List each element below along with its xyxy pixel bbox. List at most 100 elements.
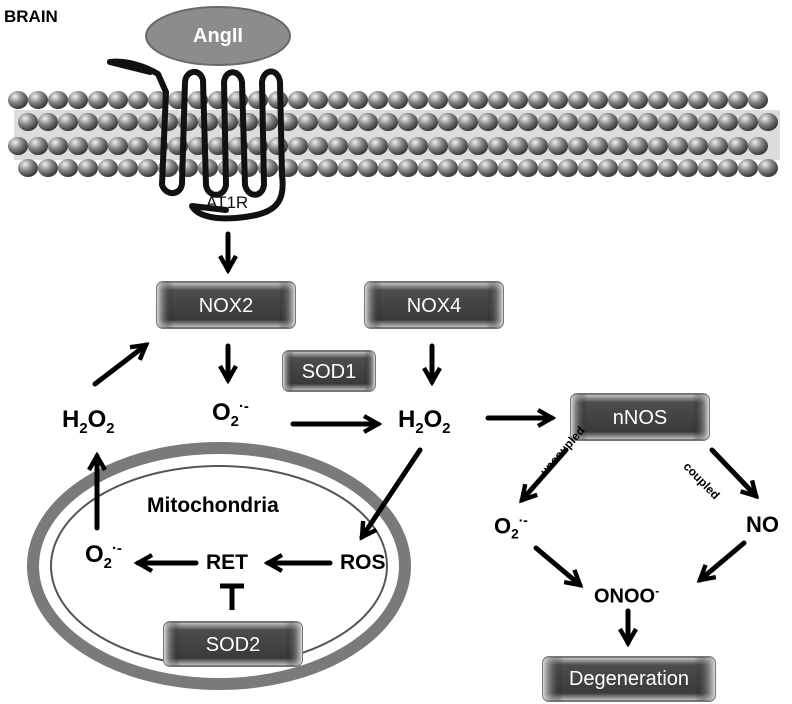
mitochondria-label: Mitochondria <box>147 494 279 517</box>
membrane-lipid-bead <box>638 113 658 131</box>
membrane-lipid-bead <box>268 137 288 155</box>
membrane-lipid-bead <box>28 91 48 109</box>
membrane-lipid-bead <box>658 113 678 131</box>
membrane-lipid-bead <box>78 113 98 131</box>
membrane-lipid-bead <box>668 91 688 109</box>
membrane-lipid-bead <box>588 91 608 109</box>
membrane-lipid-bead <box>718 113 738 131</box>
membrane-lipid-bead <box>58 159 78 177</box>
nox2-label: NOX2 <box>198 295 254 317</box>
arrow-no-to-onoo <box>700 540 747 580</box>
membrane-lipid-bead <box>538 113 558 131</box>
membrane-lipid-bead <box>28 137 48 155</box>
membrane-lipid-bead <box>138 159 158 177</box>
membrane-lipid-bead <box>688 137 708 155</box>
membrane-lipid-bead <box>658 159 678 177</box>
membrane-lipid-bead <box>478 159 498 177</box>
membrane-lipid-bead <box>218 113 238 131</box>
membrane-lipid-bead <box>668 137 688 155</box>
membrane-lipid-bead <box>288 137 308 155</box>
membrane-lipid-bead <box>78 159 98 177</box>
membrane-lipid-bead <box>488 137 508 155</box>
membrane-lipid-bead <box>578 159 598 177</box>
membrane-lipid-bead <box>458 159 478 177</box>
membrane-lipid-bead <box>338 159 358 177</box>
membrane-lipid-bead <box>578 113 598 131</box>
region-label: BRAIN <box>4 7 58 26</box>
membrane-lipid-bead <box>588 137 608 155</box>
degeneration-label: Degeneration <box>568 668 690 690</box>
membrane-lipid-bead <box>298 113 318 131</box>
membrane-lipid-bead <box>128 137 148 155</box>
membrane-lipid-bead <box>758 159 778 177</box>
membrane-lipid-bead <box>628 137 648 155</box>
membrane-lipid-bead <box>18 159 38 177</box>
membrane-lipid-bead <box>198 113 218 131</box>
membrane-lipid-bead <box>458 113 478 131</box>
membrane-lipid-bead <box>8 137 28 155</box>
membrane-lipid-bead <box>108 137 128 155</box>
arrow-nnos-uncoupled <box>522 447 569 500</box>
angii-label: AngII <box>193 25 243 47</box>
membrane-lipid-bead <box>158 113 178 131</box>
membrane-lipid-bead <box>298 159 318 177</box>
sod2-box <box>163 621 303 667</box>
membrane-lipid-bead <box>468 91 488 109</box>
membrane-lipid-bead <box>608 91 628 109</box>
membrane-lipid-bead <box>698 113 718 131</box>
membrane-lipid-bead <box>548 137 568 155</box>
membrane-lipid-bead <box>428 91 448 109</box>
membrane-lipid-bead <box>618 159 638 177</box>
mitochondria-outer <box>27 442 411 690</box>
ret-label: RET <box>206 551 248 574</box>
membrane-lipid-bead <box>608 137 628 155</box>
sod2-inhibition-bar <box>220 583 244 610</box>
h2o2-left-label: H2O2 <box>62 406 115 437</box>
membrane-lipid-bead <box>478 113 498 131</box>
membrane-lipid-bead <box>338 113 358 131</box>
membrane-lipid-bead <box>598 159 618 177</box>
sod1-box <box>282 350 376 392</box>
membrane-lipid-bead <box>98 159 118 177</box>
membrane-lipid-bead <box>38 159 58 177</box>
membrane-lipid-bead <box>638 159 658 177</box>
angii-ligand-shape <box>145 6 291 66</box>
membrane-lipid-bead <box>708 137 728 155</box>
membrane-lipid-bead <box>68 91 88 109</box>
nnos-label: nNOS <box>612 407 668 429</box>
membrane-lipid-bead <box>18 113 38 131</box>
membrane-lipid-bead <box>678 113 698 131</box>
membrane-lipid-bead <box>128 91 148 109</box>
sod2-label: SOD2 <box>205 634 261 656</box>
membrane-lipid-bead <box>718 159 738 177</box>
membrane-lipid-bead <box>548 91 568 109</box>
membrane-lipid-bead <box>648 137 668 155</box>
membrane-lipid-bead <box>8 91 28 109</box>
membrane-lipid-bead <box>308 91 328 109</box>
o2-mito-label: O2·- <box>85 541 122 572</box>
membrane-lipid-bead <box>728 91 748 109</box>
membrane-lipid-bead <box>98 113 118 131</box>
membrane-lipid-bead <box>448 137 468 155</box>
membrane-lipid-bead <box>348 137 368 155</box>
membrane-lipid-bead <box>48 91 68 109</box>
ros-label: ROS <box>340 551 386 574</box>
cell-membrane <box>8 91 780 177</box>
membrane-lipid-bead <box>358 159 378 177</box>
membrane-lipid-bead <box>678 159 698 177</box>
at1r-receptor-icon <box>107 58 286 222</box>
membrane-lipid-bead <box>468 137 488 155</box>
nox4-box <box>364 281 504 329</box>
o2-right-label: O2·- <box>494 513 528 542</box>
membrane-lipid-bead <box>318 159 338 177</box>
onoo-label: ONOO- <box>594 584 660 608</box>
membrane-lipid-bead <box>388 91 408 109</box>
h2o2-center-label: H2O2 <box>398 406 451 437</box>
arrow-nnos-coupled <box>709 447 756 496</box>
membrane-lipid-bead <box>408 137 428 155</box>
membrane-lipid-bead <box>488 91 508 109</box>
no-label: NO <box>746 512 779 537</box>
membrane-lipid-bead <box>48 137 68 155</box>
membrane-lipid-bead <box>88 91 108 109</box>
